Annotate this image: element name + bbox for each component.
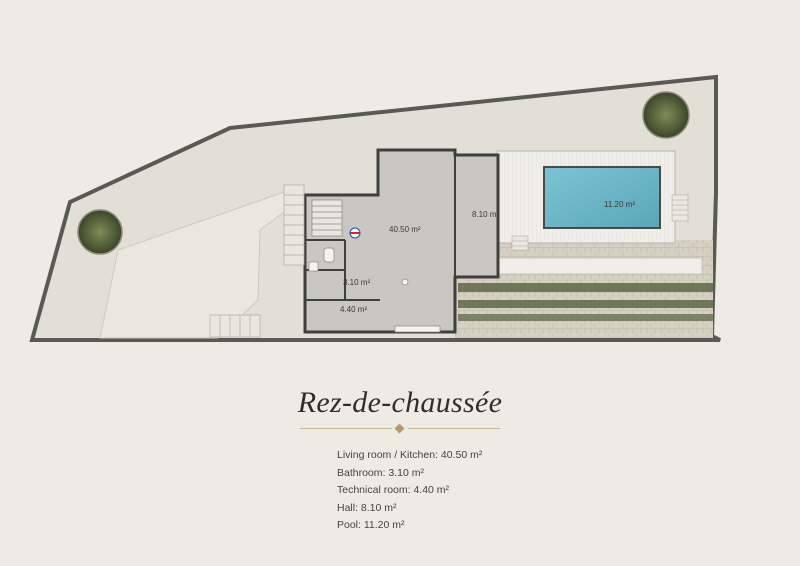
legend-item-technical: Technical room: 4.40 m² — [337, 484, 450, 496]
pool — [543, 166, 661, 229]
room-label-technical: 4.40 m² — [340, 305, 367, 314]
title-divider — [300, 423, 500, 434]
tree-left — [77, 209, 123, 255]
room-label-living: 40.50 m² — [389, 225, 421, 234]
legend-item-hall: Hall: 8.10 m² — [337, 501, 397, 514]
divider-line-right — [408, 428, 500, 429]
planting-row-2 — [458, 300, 713, 308]
legend-item-bathroom: Bathroom: 3.10 m² — [337, 466, 424, 479]
planting-row-3 — [458, 314, 713, 321]
pool-steps — [511, 194, 689, 251]
area-legend: Living room / Kitchen: 40.50 m² Bathroom… — [337, 447, 482, 535]
room-label-pool: 11.20 m² — [604, 200, 635, 209]
agency-logo — [349, 227, 361, 239]
planting-row-1 — [458, 283, 713, 292]
room-label-bathroom: 3.10 m² — [343, 278, 370, 287]
legend-item-living: Living room / Kitchen: 40.50 m² — [337, 449, 483, 461]
tree-right — [642, 91, 690, 139]
interior-staircase — [311, 199, 343, 237]
floor-title: Rez-de-chaussée — [297, 386, 503, 419]
deck-border — [496, 257, 703, 275]
diamond-ornament-icon — [394, 423, 405, 434]
divider-line-left — [300, 428, 392, 429]
room-label-hall: 8.10 m² — [472, 210, 499, 219]
exterior-stairs — [209, 184, 305, 338]
legend-item-pool: Pool: 11.20 m² — [337, 519, 405, 531]
bathroom-fixtures — [308, 247, 441, 333]
